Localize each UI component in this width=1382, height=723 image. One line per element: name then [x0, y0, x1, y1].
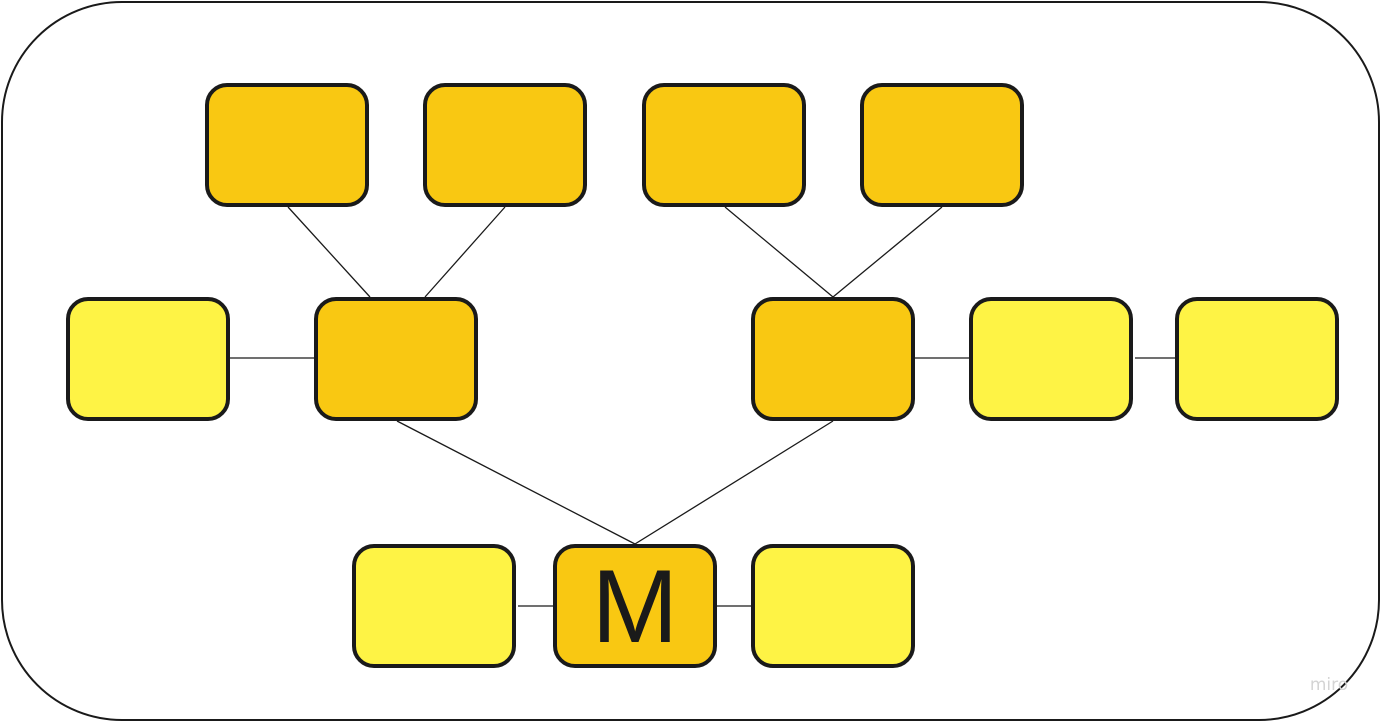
node-box-t1	[205, 83, 369, 207]
node-b1	[352, 544, 516, 668]
node-t3	[642, 83, 806, 207]
node-label-b2: M	[592, 549, 679, 665]
node-box-b1	[352, 544, 516, 668]
node-t2	[423, 83, 587, 207]
node-box-m1	[66, 297, 230, 421]
node-b3	[751, 544, 915, 668]
node-box-m5	[1175, 297, 1339, 421]
connector-t2-m2	[424, 206, 506, 298]
node-m4	[969, 297, 1133, 421]
node-box-t4	[860, 83, 1024, 207]
node-box-t2	[423, 83, 587, 207]
node-box-t3	[642, 83, 806, 207]
connectors	[230, 206, 1175, 607]
node-t4	[860, 83, 1024, 207]
nodes: M	[66, 83, 1339, 668]
connector-m3-b2	[634, 420, 834, 545]
node-b2: M	[553, 544, 717, 668]
miro-watermark: miro	[1310, 675, 1348, 695]
connector-t1-m2	[287, 206, 371, 298]
node-m3	[751, 297, 915, 421]
node-m1	[66, 297, 230, 421]
connector-t4-m3	[832, 206, 943, 298]
connector-t3-m3	[724, 206, 834, 298]
connector-m2-b2	[396, 420, 636, 545]
node-box-b3	[751, 544, 915, 668]
node-m2	[314, 297, 478, 421]
node-m5	[1175, 297, 1339, 421]
node-box-m4	[969, 297, 1133, 421]
node-t1	[205, 83, 369, 207]
node-box-m3	[751, 297, 915, 421]
node-box-b2	[553, 544, 717, 668]
node-box-m2	[314, 297, 478, 421]
